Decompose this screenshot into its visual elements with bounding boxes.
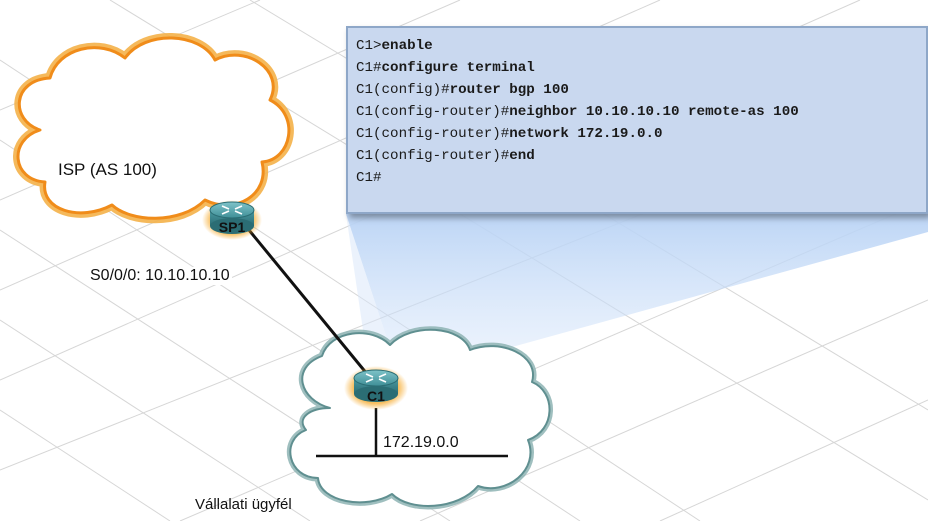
serial-link <box>242 223 374 381</box>
cli-terminal-panel: C1>enable C1#configure terminal C1(confi… <box>346 26 928 214</box>
network-address-label: 172.19.0.0 <box>383 434 459 451</box>
serial-interface-label: S0/0/0: 10.10.10.10 <box>88 267 232 285</box>
cli-command: neighbor 10.10.10.10 remote-as 100 <box>509 104 799 120</box>
isp-cloud <box>13 33 294 224</box>
router-c1: C1 <box>344 366 408 410</box>
cli-line: C1# <box>356 167 926 189</box>
cli-prompt: C1(config-router)# <box>356 148 510 164</box>
cli-prompt: C1> <box>356 38 382 54</box>
cli-command: enable <box>381 38 433 54</box>
cli-prompt: C1# <box>356 60 382 76</box>
cli-line: C1>enable <box>356 35 926 57</box>
cli-line: C1(config-router)#end <box>356 145 926 167</box>
cli-prompt: C1(config-router)# <box>356 126 510 142</box>
cli-prompt: C1# <box>356 170 382 186</box>
cli-line: C1#configure terminal <box>356 57 926 79</box>
isp-cloud-label: ISP (AS 100) <box>58 160 157 179</box>
router-sp1: SP1 <box>202 200 262 240</box>
router-c1-label: C1 <box>367 388 385 404</box>
cli-command: network 172.19.0.0 <box>509 126 663 142</box>
cli-command: configure terminal <box>381 60 535 76</box>
cli-line: C1(config)#router bgp 100 <box>356 79 926 101</box>
router-sp1-label: SP1 <box>219 219 246 235</box>
cli-command: router bgp 100 <box>449 82 569 98</box>
cli-line: C1(config-router)#neighbor 10.10.10.10 r… <box>356 101 926 123</box>
cli-prompt: C1(config-router)# <box>356 104 510 120</box>
customer-cloud <box>286 326 553 510</box>
cli-line: C1(config-router)#network 172.19.0.0 <box>356 123 926 145</box>
cli-prompt: C1(config)# <box>356 82 450 98</box>
customer-cloud-label: Vállalati ügyfél <box>195 496 292 513</box>
zoom-beam <box>346 214 928 378</box>
cli-command: end <box>509 148 535 164</box>
